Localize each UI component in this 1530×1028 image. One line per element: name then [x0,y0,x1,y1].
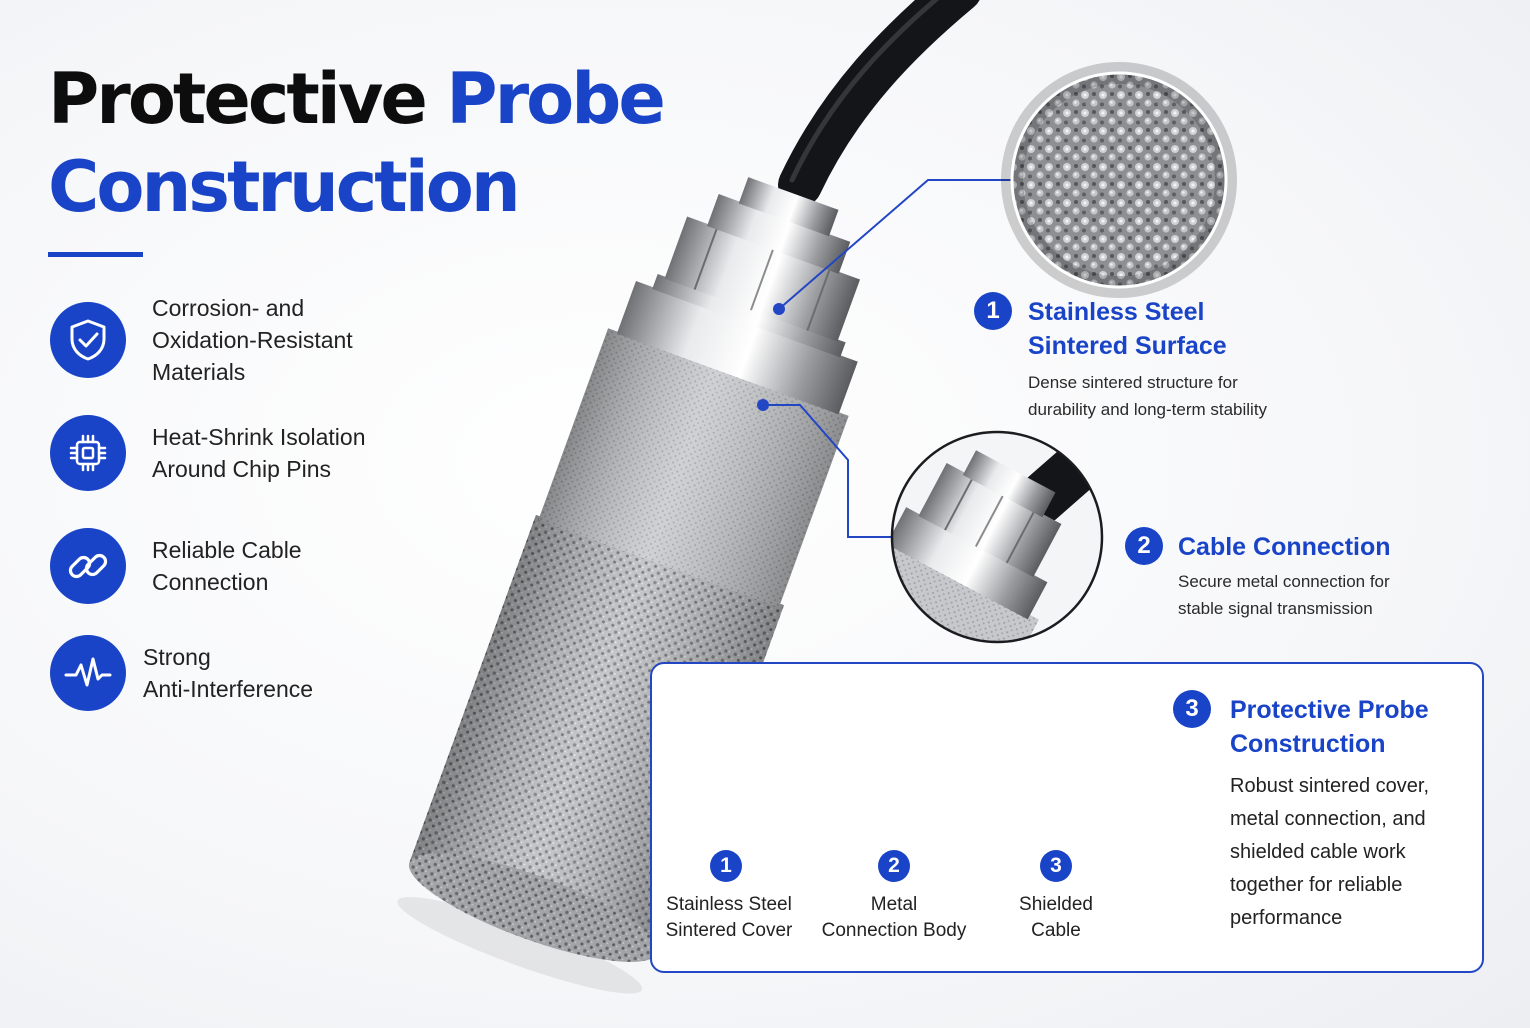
part-label-shielded-cable: Shielded Cable [1019,894,1093,941]
shield-check-icon [50,302,126,378]
callout-description-probe-construction: Robust sintered cover, metal connection,… [1230,775,1429,929]
feature-item-anti-interference: Strong Anti-Interference [50,635,313,711]
callout-description-sintered-surface: Dense sintered structure for durability … [1028,373,1268,419]
feature-label: Corrosion- and Oxidation-Resistant Mater… [152,295,353,385]
link-icon [50,528,126,604]
feature-label: Strong Anti-Interference [143,644,314,702]
title-word-protective: Protective [48,58,428,140]
callout-description-cable-connection: Secure metal connection for stable signa… [1178,572,1390,618]
part-number-2: 2 [878,850,910,882]
title-word-probe: Probe [446,58,665,140]
part-label-connection-body: Metal Connection Body [821,894,967,941]
callout-title-probe-construction: Protective Probe Construction [1230,696,1429,758]
page-title: Protective Probe Construction [48,55,666,231]
chip-icon [50,415,126,491]
part-number-1: 1 [710,850,742,882]
feature-item-cable: Reliable Cable Connection [50,528,302,604]
part-label-sintered-cover: Stainless Steel Sintered Cover [665,894,793,941]
callout-number-2: 2 [1125,527,1163,565]
callout-number-3: 3 [1173,690,1211,728]
pulse-icon [50,635,126,711]
callout-title-cable-connection: Cable Connection [1178,533,1391,561]
feature-item-heat-shrink: Heat-Shrink Isolation Around Chip Pins [50,415,366,491]
sintered-surface-zoom [1001,62,1237,298]
feature-item-corrosion: Corrosion- and Oxidation-Resistant Mater… [50,292,353,388]
part-number-3: 3 [1040,850,1072,882]
callout-title-sintered-surface: Stainless Steel Sintered Surface [1028,298,1227,360]
feature-label: Reliable Cable Connection [152,537,302,595]
title-underline [48,252,143,257]
callout-number-1: 1 [974,292,1012,330]
feature-label: Heat-Shrink Isolation Around Chip Pins [152,424,366,482]
title-word-construction: Construction [48,146,521,228]
construction-diagram-box [650,662,1484,973]
